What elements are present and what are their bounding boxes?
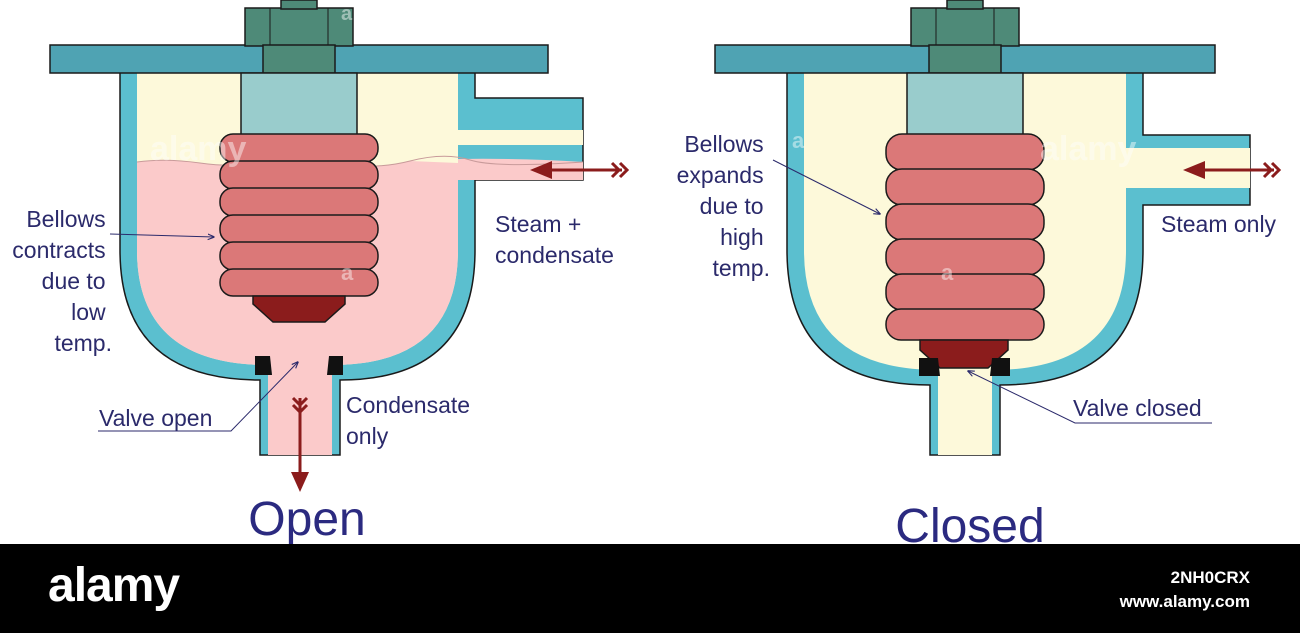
- alamy-logo: alamy: [48, 559, 180, 612]
- svg-text:alamy: alamy: [150, 130, 246, 168]
- valve-label-closed: Valve closed: [1073, 395, 1202, 421]
- valve-head-open: [252, 295, 346, 323]
- bellows-pointer-open: [109, 233, 214, 237]
- valve-label-open: Valve open: [99, 405, 212, 431]
- valve-seat-closed-left: [919, 358, 940, 376]
- valve-seat-open-left: [255, 356, 272, 375]
- valve-seat-open-right: [327, 356, 343, 375]
- bolt-open: [244, 7, 354, 47]
- outlet-arrow-open: [291, 396, 309, 492]
- valve-seat-closed-right: [990, 358, 1010, 376]
- panel-title-closed: Closed: [895, 500, 1044, 544]
- watermark: alamy alamy a a a a: [150, 3, 1136, 285]
- outlet-label-open: Condensate only: [346, 392, 476, 449]
- watermark-footer: alamy 2NH0CRX www.alamy.com: [0, 544, 1300, 633]
- valve-head-closed: [919, 339, 1009, 369]
- image-credit: 2NH0CRX www.alamy.com: [1120, 566, 1250, 614]
- valve-pointer-open: [98, 362, 298, 432]
- panel-title-open: Open: [248, 493, 365, 544]
- bellows-open: [219, 133, 379, 297]
- stem-open: [240, 72, 358, 138]
- valve-pointer-closed: [968, 371, 1212, 424]
- svg-text:a: a: [341, 260, 354, 285]
- inlet-arrow-closed: [1183, 161, 1282, 179]
- bellows-pointer-closed: [772, 159, 880, 214]
- open-trap: Bellows contracts due to low temp. Steam…: [12, 0, 630, 544]
- svg-text:a: a: [341, 3, 353, 25]
- bellows-label-open: Bellows contracts due to low temp.: [12, 206, 112, 356]
- bolt-closed: [910, 7, 1020, 47]
- site-url: www.alamy.com: [1119, 592, 1250, 611]
- inlet-arrow-open: [530, 161, 630, 179]
- stem-closed: [906, 72, 1024, 138]
- svg-text:alamy: alamy: [1040, 130, 1136, 168]
- image-id: 2NH0CRX: [1170, 568, 1250, 587]
- inlet-label-open: Steam + condensate: [495, 211, 614, 268]
- inlet-label-closed: Steam only: [1161, 211, 1277, 237]
- bellows-closed: [885, 133, 1045, 341]
- svg-text:a: a: [792, 128, 805, 153]
- bellows-label-closed: Bellows expands due to high temp.: [677, 131, 770, 281]
- steam-trap-diagram: Bellows contracts due to low temp. Steam…: [12, 0, 1282, 544]
- svg-text:a: a: [941, 260, 954, 285]
- closed-trap: Bellows expands due to high temp. Steam …: [677, 0, 1282, 544]
